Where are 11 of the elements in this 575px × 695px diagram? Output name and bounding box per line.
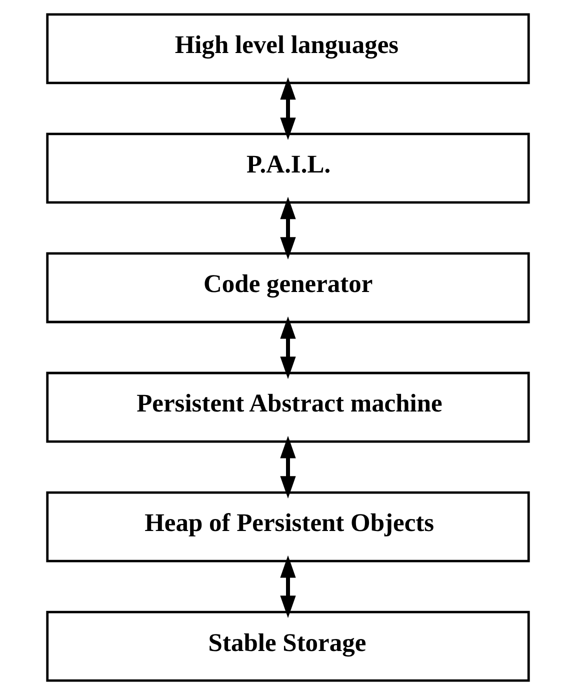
arrow [280, 436, 296, 499]
node-box: Persistent Abstract machine [46, 372, 530, 443]
arrow [280, 196, 296, 260]
arrow [280, 555, 296, 618]
node-box: Code generator [46, 252, 530, 324]
arrow [280, 316, 296, 379]
node-box: P.A.I.L. [46, 132, 530, 204]
node-box: Heap of Persistent Objects [46, 491, 530, 562]
node-box: High level languages [46, 13, 530, 84]
node-box: Stable Storage [46, 610, 530, 682]
arrow [280, 77, 296, 140]
